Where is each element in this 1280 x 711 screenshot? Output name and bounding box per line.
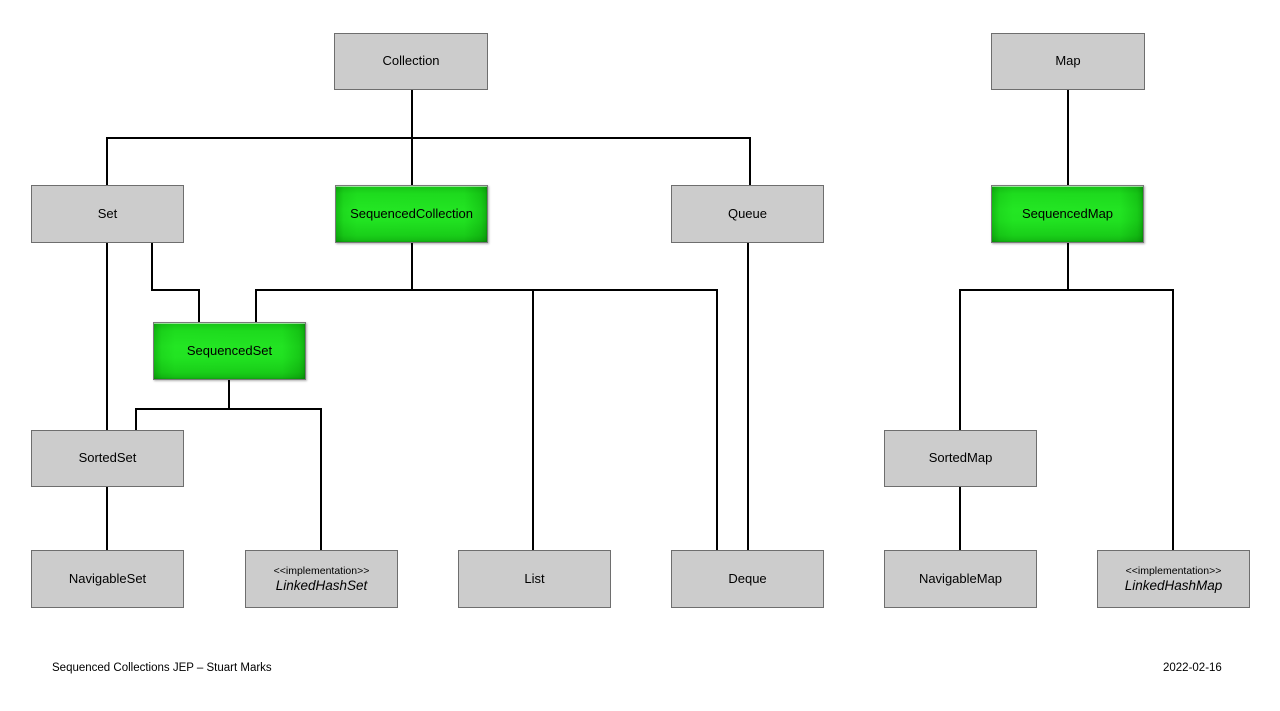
class-name-sortedset: SortedSet [78,450,137,466]
class-name-deque: Deque [728,570,767,586]
class-box-map[interactable]: Map [991,33,1145,90]
class-box-set[interactable]: Set [31,185,184,243]
class-box-navigableset[interactable]: NavigableSet [31,550,184,608]
class-name-sortedmap: SortedMap [928,450,993,466]
footer-date: 2022-02-16 [1163,662,1222,674]
stereotype-label: <<implementation>> [273,564,370,577]
edge-sequencedmap-to-sortedmap [959,243,1069,430]
edge-collection-to-set [106,90,413,185]
class-name-linkedhashmap: LinkedHashMap [1124,577,1223,593]
class-box-linkedhashmap[interactable]: <<implementation>>LinkedHashMap [1097,550,1250,608]
class-box-collection[interactable]: Collection [334,33,488,90]
class-box-navigablemap[interactable]: NavigableMap [884,550,1037,608]
footer-attribution: Sequenced Collections JEP – Stuart Marks [52,662,272,674]
class-name-map: Map [1055,53,1081,69]
class-name-navigablemap: NavigableMap [918,570,1003,586]
stereotype-label: <<implementation>> [1125,564,1222,577]
class-box-list[interactable]: List [458,550,611,608]
class-box-sequencedcollection[interactable]: SequencedCollection [335,185,488,243]
edge-sequencedset-to-sortedset [135,380,230,430]
edge-sequencedmap-to-linkedhashmap [1068,289,1174,550]
class-name-set: Set [97,205,118,221]
edge-collection-to-queue [412,137,751,185]
class-box-sortedmap[interactable]: SortedMap [884,430,1037,487]
edge-set-to-sequencedset [151,243,200,322]
class-box-queue[interactable]: Queue [671,185,824,243]
class-box-sequencedset[interactable]: SequencedSet [153,322,306,380]
edge-sequencedset-to-linkedhashset [229,408,322,550]
class-name-sequencedset: SequencedSet [186,342,273,358]
class-name-navigableset: NavigableSet [68,570,147,586]
edge-sequencedcollection-to-deque [533,289,718,550]
edge-sequencedcollection-to-list [412,289,534,550]
edge-sequencedcollection-to-sequencedset [255,243,413,322]
class-name-collection: Collection [382,53,440,69]
class-name-linkedhashset: LinkedHashSet [275,577,368,593]
class-box-linkedhashset[interactable]: <<implementation>>LinkedHashSet [245,550,398,608]
class-box-sequencedmap[interactable]: SequencedMap [991,185,1144,243]
class-name-list: List [524,570,545,586]
class-name-sequencedcollection: SequencedCollection [350,205,473,221]
class-name-queue: Queue [727,205,768,221]
class-box-sortedset[interactable]: SortedSet [31,430,184,487]
class-box-deque[interactable]: Deque [671,550,824,608]
class-name-sequencedmap: SequencedMap [1021,205,1114,221]
